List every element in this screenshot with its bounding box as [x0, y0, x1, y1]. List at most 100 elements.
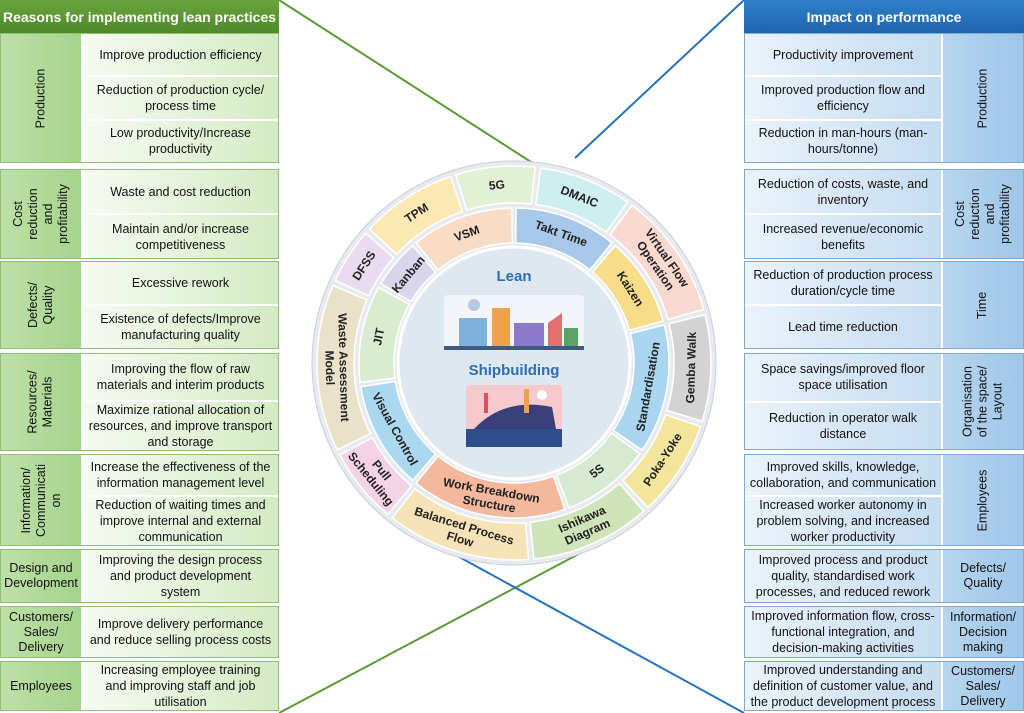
- impact-group: Improved skills, knowledge, collaboration…: [744, 454, 1024, 546]
- inner-ring-segment: [358, 286, 411, 384]
- item-line: communication: [138, 530, 223, 544]
- category-line: Defects/: [960, 561, 1006, 575]
- item-line: Reduction in man-hours (man-: [758, 126, 928, 141]
- item-line: distance: [819, 426, 867, 441]
- inner-ring-label: JIT: [370, 326, 387, 346]
- category-line: Customers/: [9, 609, 73, 624]
- item-line: Maximize rational allocation of: [96, 403, 265, 417]
- item-line: Space savings/improved floor: [761, 362, 925, 377]
- item-line: utilisation: [154, 695, 207, 709]
- item-line: Improved skills, knowledge,: [766, 460, 920, 474]
- inner-ring-segment: [414, 207, 514, 272]
- inner-ring-segment: [591, 244, 665, 332]
- item-line: problem solving, and increased: [756, 514, 930, 528]
- item-line: Reduction in operator walk: [769, 410, 917, 425]
- item-line: Improved information flow, cross-: [751, 609, 935, 623]
- category-line: Design and: [9, 561, 73, 575]
- item-line: Reduction of costs, waste, and: [757, 176, 929, 191]
- category-line: Decision: [959, 624, 1007, 639]
- category-label: Employees: [1, 662, 81, 710]
- item-line: Improved production flow and: [761, 82, 925, 97]
- list-item: Excessive rework: [81, 262, 278, 304]
- list-item: Improved information flow, cross-functio…: [745, 607, 943, 657]
- list-item: Reduction in man-hours (man-hours/tonne): [745, 118, 943, 162]
- item-line: Improve production efficiency: [99, 47, 262, 62]
- item-line: Low productivity/Increase: [109, 126, 252, 141]
- item-line: Productivity improvement: [772, 47, 914, 62]
- item-line: system: [160, 585, 201, 599]
- item-line: space utilisation: [798, 378, 888, 393]
- item-line: Excessive rework: [131, 276, 230, 290]
- category-line: Sales/: [965, 678, 1001, 693]
- item-line: process time: [145, 98, 216, 113]
- list-item: Improved skills, knowledge, collaboration…: [745, 455, 943, 495]
- category-line: Employees: [10, 678, 72, 693]
- item-line: processes, and reduced rework: [755, 585, 931, 599]
- item-line: Increase the effectiveness of the: [90, 460, 271, 474]
- item-line: quality, standardised work: [771, 569, 915, 583]
- item-line: and improving staff and job: [105, 679, 256, 693]
- center-label-top: Lean: [496, 268, 531, 285]
- category-line: Information/: [949, 609, 1016, 624]
- item-line: duration/cycle time: [790, 284, 896, 298]
- category-label: Production: [1, 34, 81, 162]
- outer-ring-segment: [316, 284, 372, 451]
- outer-ring-segment: [454, 165, 537, 212]
- category-label: Customers/Sales/Delivery: [1, 607, 81, 657]
- connector-line: [278, 547, 591, 713]
- category-label: Employees: [943, 455, 1023, 545]
- item-line: competitiveness: [135, 237, 226, 252]
- inner-ring-segment: [555, 432, 641, 509]
- item-line: Improving the flow of raw: [111, 362, 250, 376]
- connector-line: [409, 529, 745, 713]
- inner-ring-segment: [514, 207, 614, 272]
- outer-ring-segment: [534, 166, 629, 234]
- category-label: Resources/Materials: [1, 354, 81, 450]
- item-line: Increased revenue/economic: [762, 221, 924, 236]
- impact-group: Improved information flow, cross-functio…: [744, 606, 1024, 658]
- item-line: benefits: [821, 237, 865, 252]
- item-line: Improving the design process: [98, 553, 263, 567]
- item-line: and storage: [147, 435, 214, 449]
- inner-ring-segment: [612, 324, 670, 452]
- list-item: Productivity improvement: [745, 34, 943, 76]
- category-label: Time: [943, 262, 1023, 348]
- ship-illustration-icon: [466, 385, 562, 447]
- category-line: Quality: [963, 576, 1003, 590]
- item-line: definition of customer value, and: [753, 679, 933, 693]
- outer-ring-segment: [621, 413, 702, 509]
- item-line: collaboration, and communication: [749, 476, 937, 490]
- list-item: Reduction of production cycle/process ti…: [81, 75, 278, 119]
- item-line: and product development: [109, 569, 252, 583]
- outer-ring-label: 5G: [488, 177, 505, 192]
- item-line: inventory: [817, 192, 869, 207]
- item-line: Reduction of production cycle/: [96, 82, 265, 97]
- left-header: Reasons for implementing lean practices: [0, 0, 279, 33]
- item-line: Waste and cost reduction: [110, 184, 251, 199]
- list-item: Improving the design process and product …: [81, 550, 278, 602]
- category-line: making: [962, 639, 1004, 654]
- item-line: functional integration, and: [771, 625, 915, 639]
- item-line: Maintain and/or increase: [112, 221, 249, 236]
- item-line: and reduce selling process costs: [89, 633, 272, 647]
